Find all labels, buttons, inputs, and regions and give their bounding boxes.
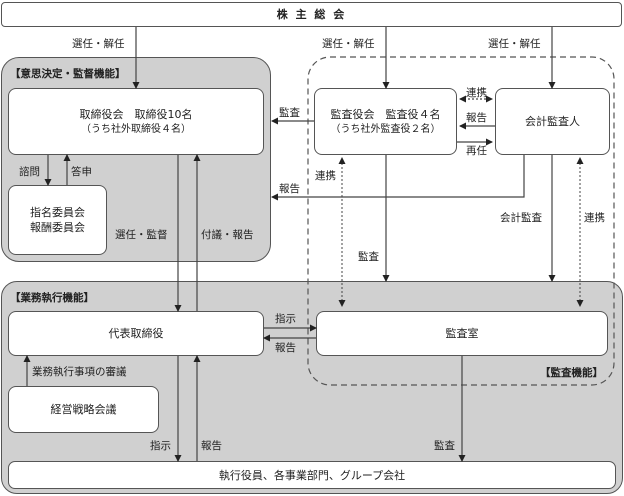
label-report-from-audit-office: 報告: [275, 342, 296, 354]
accounting-auditor-box: 会計監査人: [495, 88, 610, 155]
label-elect-dismiss-3: 選任・解任: [488, 38, 541, 50]
management-strategy-box: 経営戦略会議: [8, 386, 159, 433]
label-audit-to-board: 監査: [279, 107, 300, 119]
board-line1: 取締役会 取締役10名: [79, 107, 193, 121]
label-audit-down: 監査: [358, 251, 379, 263]
shareholders-meeting-box: 株 主 総 会: [1, 2, 622, 27]
executives-box: 執行役員、各事業部門、グループ会社: [8, 461, 616, 489]
execution-panel-title: 【業務執行機能】: [10, 292, 94, 304]
label-elect-dismiss-2: 選任・解任: [322, 38, 375, 50]
label-accountant-report: 報告: [466, 112, 487, 124]
representative-director-label: 代表取締役: [108, 327, 164, 340]
label-coop-auditors: 連携: [466, 87, 487, 99]
label-instruct-down: 指示: [150, 440, 171, 452]
label-audit-bottom: 監査: [434, 440, 455, 452]
label-deliberation: 業務執行事項の審議: [32, 366, 127, 378]
shareholders-meeting-label: 株 主 総 会: [276, 8, 347, 21]
label-reappoint: 再任: [466, 145, 487, 157]
label-consult: 諮問: [19, 166, 40, 178]
representative-director-box: 代表取締役: [8, 311, 264, 356]
label-propose-report: 付議・報告: [201, 229, 254, 241]
label-accounting-audit: 会計監査: [500, 212, 542, 224]
audit-board-line2: （うち社外監査役２名）: [330, 123, 441, 135]
label-instruct-audit-office: 指示: [275, 313, 296, 325]
executives-label: 執行役員、各事業部門、グループ会社: [218, 468, 406, 482]
audit-office-label: 監査室: [445, 327, 479, 340]
audit-board-box: 監査役会 監査役４名 （うち社外監査役２名）: [314, 88, 457, 155]
audit-board-line1: 監査役会 監査役４名: [330, 107, 441, 121]
decision-panel-title: 【意思決定・監督機能】: [10, 68, 126, 80]
committees-box: 指名委員会 報酬委員会: [8, 185, 107, 255]
label-elect-supervise: 選任・監督: [115, 229, 168, 241]
arrow-report-to-board: [271, 155, 525, 201]
label-coop-right: 連携: [584, 212, 605, 224]
nomination-committee: 指名委員会: [30, 206, 85, 219]
management-strategy-label: 経営戦略会議: [50, 403, 117, 416]
label-reply: 答申: [71, 166, 92, 178]
compensation-committee: 報酬委員会: [30, 221, 85, 234]
board-line2: （うち社外取締役４名）: [81, 123, 191, 135]
label-coop-left: 連携: [315, 170, 336, 182]
audit-panel-title: 【監査機能】: [540, 367, 603, 379]
accounting-auditor-label: 会計監査人: [525, 115, 580, 128]
audit-office-box: 監査室: [316, 311, 608, 356]
label-report-up: 報告: [201, 440, 222, 452]
board-of-directors-box: 取締役会 取締役10名 （うち社外取締役４名）: [8, 88, 264, 155]
label-report-to-board: 報告: [279, 183, 300, 195]
label-elect-dismiss-1: 選任・解任: [72, 38, 125, 50]
